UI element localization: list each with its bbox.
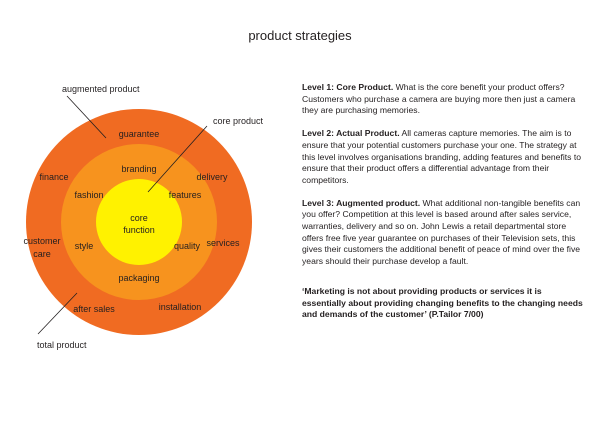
page-title: product strategies xyxy=(248,28,352,43)
level-1-paragraph: Level 1: Core Product. What is the core … xyxy=(302,82,584,117)
level-1-heading: Level 1: Core Product. xyxy=(302,82,394,92)
features-label: features xyxy=(169,190,202,200)
customer-care-label-line2: care xyxy=(33,249,51,259)
augmented-product-callout-line xyxy=(66,95,107,139)
core-product-circle xyxy=(96,179,182,265)
augmented-product-label: augmented product xyxy=(62,84,140,94)
core-function-label-line1: core xyxy=(130,213,148,223)
services-label: services xyxy=(206,238,240,248)
marketing-quote: ‘Marketing is not about providing produc… xyxy=(302,285,583,320)
after-sales-label: after sales xyxy=(73,304,115,314)
level-2-heading: Level 2: Actual Product. xyxy=(302,128,400,139)
fashion-label: fashion xyxy=(74,190,103,200)
levels-text-column: Level 1: Core Product. What is the core … xyxy=(302,82,584,332)
branding-label: branding xyxy=(121,164,156,174)
installation-label: installation xyxy=(159,302,202,312)
level-2-paragraph: Level 2: Actual Product. All cameras cap… xyxy=(302,128,584,187)
guarantee-label: guarantee xyxy=(119,129,160,139)
customer-care-label-line1: customer xyxy=(23,236,60,246)
total-product-label: total product xyxy=(37,340,87,350)
total-product-callout-line xyxy=(37,292,78,335)
level-3-heading: Level 3: Augmented product. xyxy=(302,197,421,208)
level-2-body: All cameras capture memories. The aim is… xyxy=(302,128,581,185)
packaging-label: packaging xyxy=(118,273,159,283)
delivery-label: delivery xyxy=(196,172,228,182)
level-1-body: What is the core benefit your product of… xyxy=(302,82,576,116)
finance-label: finance xyxy=(39,172,68,182)
core-product-label: core product xyxy=(213,116,264,126)
core-function-label-line2: function xyxy=(123,225,155,235)
quality-label: quality xyxy=(174,241,201,251)
style-label: style xyxy=(75,241,94,251)
level-3-paragraph: Level 3: Augmented product. What additio… xyxy=(302,198,584,268)
core-product-callout-line xyxy=(147,125,208,193)
level-3-body: What additional non-tangible benefits ca… xyxy=(302,197,581,267)
